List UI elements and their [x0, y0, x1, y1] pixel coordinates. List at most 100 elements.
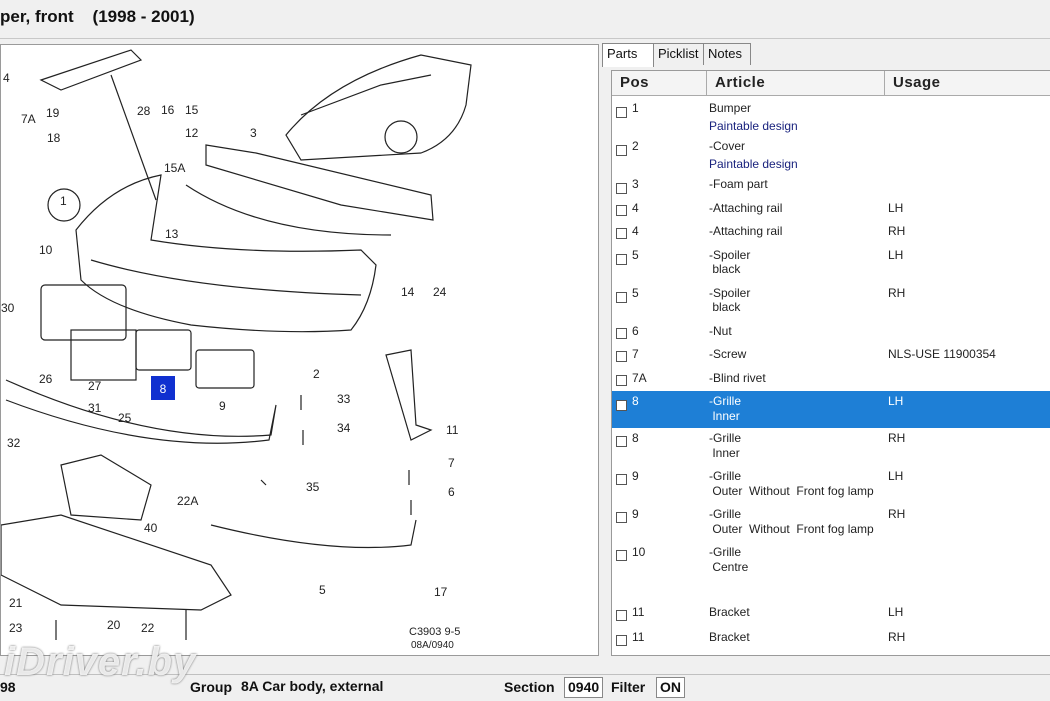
table-row[interactable]: 2 -Cover Paintable design	[612, 137, 1050, 175]
svg-text:15A: 15A	[164, 161, 185, 175]
svg-text:2: 2	[313, 367, 320, 381]
group-value: 8A Car body, external	[241, 678, 384, 694]
svg-text:6: 6	[448, 485, 455, 499]
row-checkbox[interactable]	[616, 635, 627, 646]
svg-text:23: 23	[9, 621, 23, 635]
row-checkbox[interactable]	[616, 351, 627, 362]
table-row[interactable]: 6 -Nut	[612, 322, 1050, 345]
filter-label: Filter	[611, 679, 646, 695]
row-usage: LH	[888, 201, 904, 215]
table-row[interactable]: 5 -Spoiler black LH	[612, 246, 1050, 284]
row-article: Bracket	[709, 605, 750, 619]
svg-text:5: 5	[319, 583, 326, 597]
table-row[interactable]: 10 -Grille Centre	[612, 542, 1050, 602]
row-pos: 6	[632, 324, 639, 338]
row-checkbox[interactable]	[616, 107, 627, 118]
row-article: -Screw	[709, 347, 747, 361]
row-checkbox[interactable]	[616, 328, 627, 339]
row-article: -Spoiler	[709, 286, 751, 300]
table-header: Pos Article Usage	[612, 71, 1050, 96]
svg-text:34: 34	[337, 421, 351, 435]
parts-diagram[interactable]: 8 4 7A 19 18 28 16 15 12 3 1 15A 13 10 1…	[0, 44, 599, 656]
table-row[interactable]: 1 Bumper Paintable design	[612, 99, 1050, 137]
row-article-detail: black	[709, 262, 741, 276]
section-field[interactable]: 0940	[564, 677, 604, 698]
row-pos: 11	[632, 605, 645, 619]
row-checkbox[interactable]	[616, 145, 627, 156]
svg-text:12: 12	[185, 126, 199, 140]
row-usage: RH	[888, 507, 906, 521]
row-checkbox[interactable]	[616, 474, 627, 485]
svg-text:27: 27	[88, 379, 102, 393]
row-usage: LH	[888, 248, 904, 262]
row-article: Bracket	[709, 630, 750, 644]
svg-text:4: 4	[3, 71, 10, 85]
row-article: -Spoiler	[709, 248, 751, 262]
table-row[interactable]: 9 -Grille Outer Without Front fog lamp L…	[612, 466, 1050, 504]
parts-table: Pos Article Usage 1 Bumper Paintable des…	[611, 70, 1050, 656]
table-row[interactable]: 8 -Grille Inner RH	[612, 428, 1050, 466]
table-row[interactable]: 11 Bracket LH	[612, 602, 1050, 627]
table-row[interactable]: 7A -Blind rivet	[612, 369, 1050, 391]
svg-text:28: 28	[137, 104, 151, 118]
svg-text:11: 11	[446, 423, 459, 437]
table-row[interactable]: 9 -Grille Outer Without Front fog lamp R…	[612, 504, 1050, 542]
svg-text:24: 24	[433, 285, 447, 299]
table-row[interactable]: 5 -Spoiler black RH	[612, 284, 1050, 322]
column-article[interactable]: Article	[707, 71, 885, 95]
row-checkbox[interactable]	[616, 292, 627, 303]
table-row[interactable]: 4 -Attaching rail RH	[612, 222, 1050, 246]
row-article: -Cover	[709, 139, 746, 153]
row-pos: 9	[632, 507, 639, 521]
svg-text:18: 18	[47, 131, 61, 145]
tab-notes[interactable]: Notes	[703, 43, 751, 65]
row-checkbox[interactable]	[616, 400, 627, 411]
svg-text:32: 32	[7, 436, 21, 450]
row-article-detail: Inner	[709, 446, 740, 460]
table-row-selected[interactable]: 8 -Grille Inner LH	[612, 391, 1050, 428]
column-pos[interactable]: Pos	[612, 71, 707, 95]
row-article: -Grille	[709, 431, 741, 445]
table-row[interactable]: 3 -Foam part	[612, 175, 1050, 199]
row-article-detail: black	[709, 300, 741, 314]
tab-picklist[interactable]: Picklist	[653, 43, 705, 65]
svg-text:10: 10	[39, 243, 53, 257]
row-article-detail: Paintable design	[709, 119, 798, 133]
svg-text:16: 16	[161, 103, 175, 117]
row-checkbox[interactable]	[616, 254, 627, 265]
row-checkbox[interactable]	[616, 205, 627, 216]
row-usage: RH	[888, 630, 906, 644]
table-row[interactable]: 4 -Attaching rail LH	[612, 199, 1050, 222]
row-checkbox[interactable]	[616, 183, 627, 194]
tab-parts[interactable]: Parts	[602, 43, 654, 67]
row-pos: 11	[632, 630, 645, 644]
row-pos: 4	[632, 201, 639, 215]
svg-text:3: 3	[250, 126, 257, 140]
svg-text:21: 21	[9, 596, 23, 610]
svg-text:20: 20	[107, 618, 121, 632]
row-checkbox[interactable]	[616, 512, 627, 523]
row-checkbox[interactable]	[616, 436, 627, 447]
row-article: -Foam part	[709, 177, 768, 191]
filter-field[interactable]: ON	[656, 677, 685, 698]
row-checkbox[interactable]	[616, 375, 627, 386]
svg-text:8: 8	[160, 382, 167, 396]
svg-text:1: 1	[60, 194, 67, 208]
title-bar: per, front (1998 - 2001)	[0, 0, 1050, 39]
svg-text:33: 33	[337, 392, 351, 406]
group-label: Group	[190, 679, 232, 695]
table-row[interactable]: 7 -Screw NLS-USE 11900354	[612, 345, 1050, 369]
row-article: -Grille	[709, 394, 741, 408]
diagram-selected-callout	[151, 376, 175, 400]
svg-text:25: 25	[118, 411, 132, 425]
row-checkbox[interactable]	[616, 550, 627, 561]
row-article-detail: Outer Without Front fog lamp	[709, 522, 874, 536]
row-checkbox[interactable]	[616, 228, 627, 239]
table-row[interactable]: 11 Bracket RH	[612, 627, 1050, 652]
row-checkbox[interactable]	[616, 610, 627, 621]
row-article: -Attaching rail	[709, 224, 783, 238]
column-usage[interactable]: Usage	[893, 74, 941, 91]
row-pos: 5	[632, 248, 639, 262]
row-article: -Nut	[709, 324, 732, 338]
svg-text:15: 15	[185, 103, 199, 117]
